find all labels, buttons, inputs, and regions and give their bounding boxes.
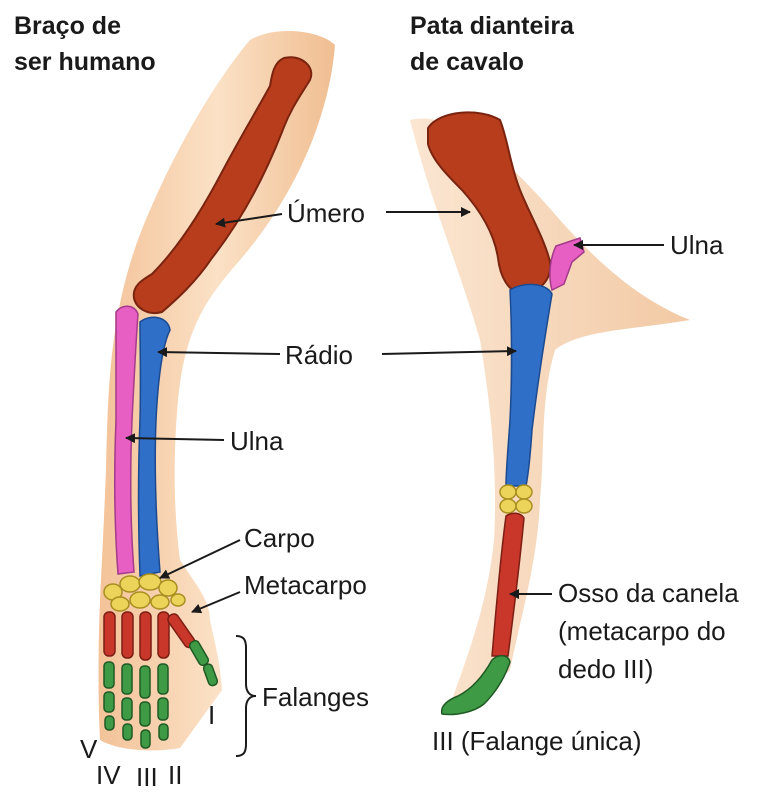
carpal-bone — [139, 574, 161, 590]
digit-label-IV: IV — [96, 760, 121, 790]
human-title-line1: Braço de — [14, 12, 121, 40]
phalanx-bone — [141, 730, 150, 748]
phalanx-bone — [140, 702, 150, 726]
carpal-bone — [120, 576, 140, 592]
metacarpal-bone — [140, 612, 151, 660]
label-falange-unica: III (Falange única) — [432, 726, 642, 756]
digit-label-I: I — [208, 700, 215, 730]
phalanx-bone — [105, 716, 114, 730]
carpal-bone — [171, 594, 185, 606]
carpal-bone — [111, 597, 129, 611]
human-title-line2: ser humano — [14, 48, 156, 76]
carpal-bone — [516, 499, 532, 513]
phalanx-bone — [104, 662, 114, 688]
human-arm — [99, 31, 336, 750]
label-osso-canela-1: Osso da canela — [558, 578, 739, 608]
label-umero: Úmero — [287, 198, 365, 228]
phalanx-bone — [158, 664, 168, 694]
horse-title-line1: Pata dianteira — [410, 12, 575, 40]
label-falanges: Falanges — [262, 682, 369, 712]
carpal-bone — [151, 595, 169, 609]
phalanx-bone — [123, 724, 132, 740]
carpal-bone — [159, 580, 177, 596]
label-osso-canela-2: (metacarpo do — [558, 616, 726, 646]
label-carpo: Carpo — [244, 523, 315, 553]
label-radio: Rádio — [285, 340, 353, 370]
digit-label-II: II — [168, 760, 182, 790]
carpal-bone — [130, 592, 150, 608]
phalanx-bone — [159, 724, 168, 740]
horse-title-line2: de cavalo — [410, 48, 524, 76]
phalanx-bone — [122, 664, 132, 694]
carpal-bone — [500, 499, 516, 513]
phalanx-bone — [140, 666, 150, 698]
digit-label-III: III — [136, 762, 158, 792]
metacarpal-bone — [122, 612, 133, 658]
phalanx-bone — [158, 698, 168, 720]
label-ulna-human: Ulna — [230, 426, 284, 456]
label-metacarpo: Metacarpo — [244, 570, 367, 600]
carpal-bone — [500, 485, 516, 499]
carpal-bone — [516, 485, 532, 499]
falanges-bracket — [236, 636, 256, 756]
phalanx-bone — [104, 692, 114, 712]
label-osso-canela-3: dedo III) — [558, 654, 653, 684]
label-ulna-horse: Ulna — [670, 230, 724, 260]
metacarpal-bone — [104, 612, 115, 656]
phalanx-bone — [122, 698, 132, 720]
